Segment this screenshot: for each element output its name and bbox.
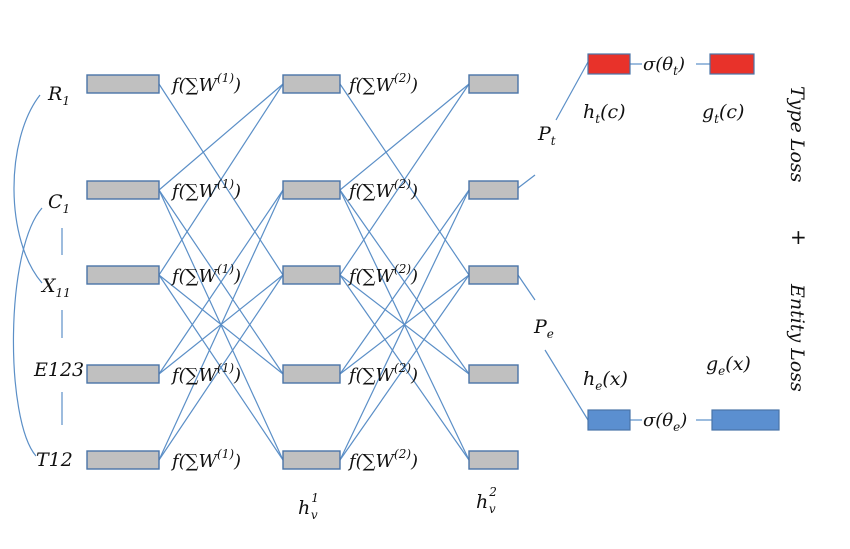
edges-layer1 [158, 83, 284, 461]
node-layer1-row0 [282, 74, 341, 94]
node-layer1-row1 [282, 180, 341, 200]
node-layer0-row3 [86, 364, 160, 384]
edge-l2-4-2 [339, 274, 470, 461]
input-label-x11: X11 [40, 275, 71, 300]
function-label-layer1-row2: f(∑W(1)) [170, 262, 241, 287]
network-nodes [86, 74, 519, 470]
entity-h-node [587, 409, 631, 431]
projection-label-pt: Pt [537, 123, 556, 148]
edge-l1-3-1 [158, 189, 284, 375]
type-sigma-label: σ(θt) [643, 54, 685, 78]
type-h-label: ht(c) [583, 101, 626, 126]
edge-l2-2-0 [339, 83, 470, 276]
type-branch: σ(θt) ht(c) gt(c) [583, 53, 755, 126]
arc-r1-x11 [13, 94, 43, 284]
edge-l2-4-1 [339, 189, 470, 461]
node-layer0-row4 [86, 450, 160, 470]
edge-pe-to-entity [544, 349, 589, 421]
edge-l1-2-0 [158, 83, 284, 276]
edge-l1-4-2 [158, 274, 284, 461]
layer-function-labels: f(∑W(1)) f(∑W(1)) f(∑W(1)) f(∑W(1)) f(∑W(1))… [170, 71, 418, 472]
plus-sign: + [790, 225, 807, 249]
node-layer0-row2 [86, 265, 160, 285]
node-layer2-row4 [468, 450, 519, 470]
type-loss-label: Type Loss [786, 86, 808, 183]
function-label-layer2-row4: f(∑W(2)) [347, 447, 418, 472]
input-link-arcs [12, 94, 63, 457]
function-label-layer1-row1: f(∑W(1)) [170, 177, 241, 202]
node-layer1-row2 [282, 265, 341, 285]
node-layer0-row0 [86, 74, 160, 94]
input-label-c1: C1 [48, 191, 70, 216]
type-h-node [587, 53, 631, 75]
entity-branch: σ(θe) he(x) ge(x) [583, 353, 780, 434]
function-label-layer2-row3: f(∑W(2)) [347, 361, 418, 386]
edge-l1-4-1 [158, 189, 284, 461]
function-label-layer2-row0: f(∑W(2)) [347, 71, 418, 96]
function-label-layer1-row0: f(∑W(1)) [170, 71, 241, 96]
input-label-r1: R1 [47, 83, 70, 108]
entity-g-label: ge(x) [706, 353, 751, 378]
input-label-e123: E123 [33, 359, 84, 381]
edges-layer2 [339, 83, 470, 461]
edge-l2-3-1 [339, 189, 470, 375]
entity-loss-label: Entity Loss [786, 283, 808, 392]
node-layer0-row1 [86, 180, 160, 200]
function-label-layer2-row2: f(∑W(2)) [347, 262, 418, 287]
entity-sigma-label: σ(θe) [643, 410, 687, 434]
entity-g-node [711, 409, 780, 431]
function-label-layer1-row3: f(∑W(1)) [170, 361, 241, 386]
branch-edges [517, 61, 712, 421]
edge-pt-to-type [555, 61, 589, 121]
node-layer1-row4 [282, 450, 341, 470]
node-layer2-row2 [468, 265, 519, 285]
input-label-t12: T12 [36, 449, 73, 471]
entity-h-label: he(x) [583, 368, 628, 393]
edge-l1-1-0 [158, 83, 284, 191]
projection-label-pe: Pe [533, 316, 554, 341]
edge-h2-to-pe [517, 274, 536, 301]
type-g-node [709, 53, 755, 75]
type-g-label: gt(c) [702, 101, 744, 126]
node-layer2-row0 [468, 74, 519, 94]
function-label-layer2-row1: f(∑W(2)) [347, 177, 418, 202]
input-labels: R1 C1 X11 E123 T12 [33, 83, 84, 471]
node-layer2-row1 [468, 180, 519, 200]
function-label-layer1-row4: f(∑W(1)) [170, 447, 241, 472]
edge-h2-to-pt [517, 174, 536, 189]
node-layer2-row3 [468, 364, 519, 384]
edge-l2-1-0 [339, 83, 470, 191]
arc-c1-t12 [12, 207, 43, 457]
node-layer1-row3 [282, 364, 341, 384]
